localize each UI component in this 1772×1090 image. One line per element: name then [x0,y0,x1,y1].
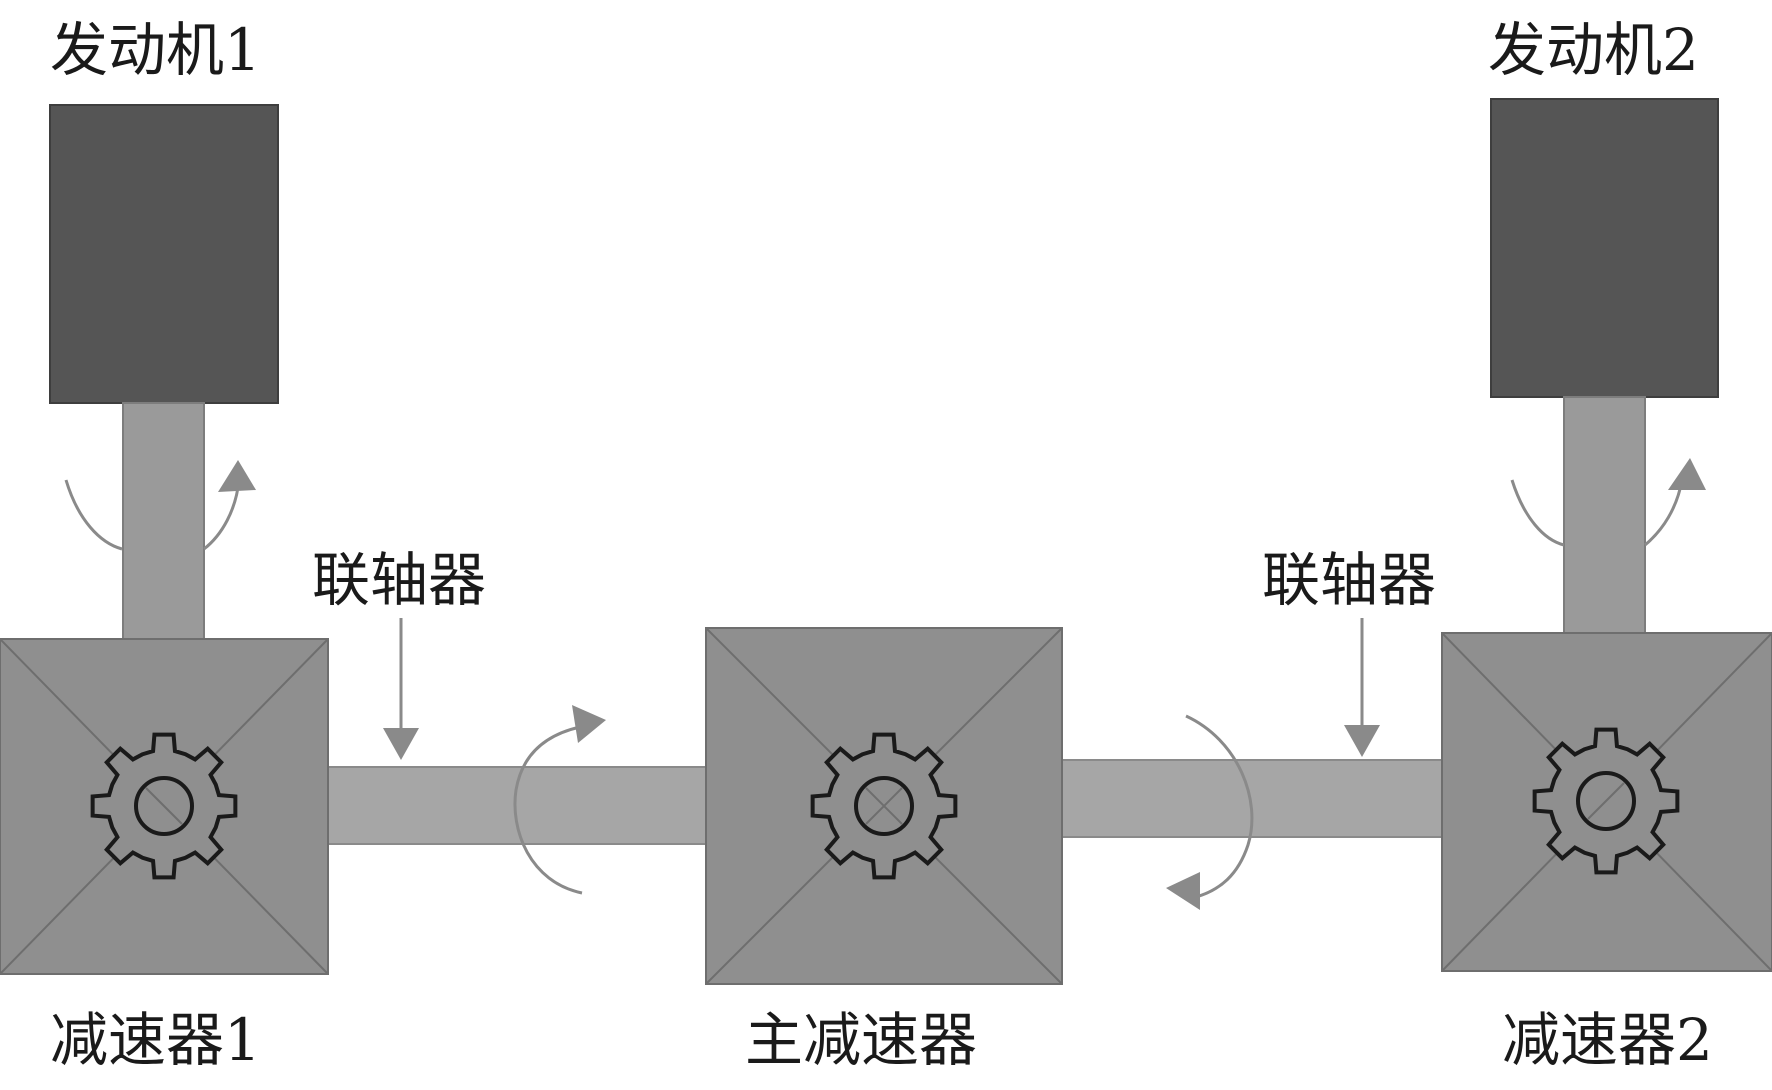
engine-1-rotation-arrowhead [218,460,256,492]
reducer-1-label: 减速器1 [50,1006,261,1074]
main-reducer-gear-icon [810,732,958,880]
engine-2-label: 发动机2 [1488,16,1699,84]
left-shaft-rotation-arrowhead [572,705,606,743]
engine-1-output-shaft [122,402,205,640]
engine-1-block [49,104,279,404]
engine-2-output-shaft [1563,396,1646,634]
left-coupling-shaft [327,766,707,845]
reducer-1-gear-icon [90,732,238,880]
reducer-1 [0,638,329,975]
main-reducer [705,627,1063,985]
left-coupling-pointer-head [383,728,419,760]
engine-2-block [1490,98,1719,398]
coupling-left-label: 联轴器 [312,546,486,614]
reducer-2-gear-icon [1532,727,1680,875]
right-shaft-rotation-arrowhead [1166,872,1200,910]
engine-2-rotation-arrowhead [1668,458,1706,490]
reducer-2-label: 减速器2 [1502,1006,1713,1074]
main-reducer-label: 主减速器 [745,1006,977,1074]
right-shaft-rotation-arrow [1185,714,1254,899]
coupling-right-label: 联轴器 [1262,546,1436,614]
engine-1-label: 发动机1 [50,16,261,84]
left-shaft-rotation-arrow [513,725,583,895]
reducer-2 [1441,632,1772,972]
right-coupling-pointer-head [1344,725,1380,757]
